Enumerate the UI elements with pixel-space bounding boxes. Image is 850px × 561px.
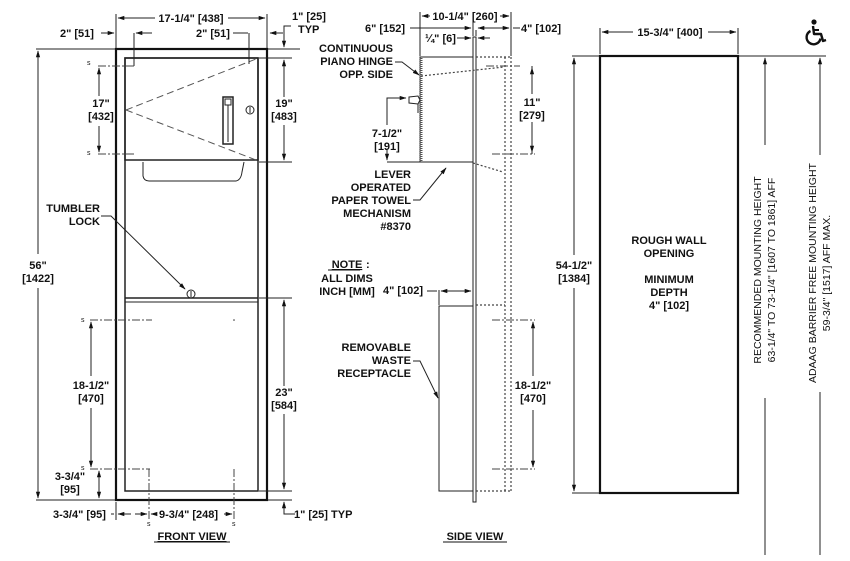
- front-view: 17-1/4" [438] 2" [51] 2" [51] 1" [25] TY…: [22, 11, 352, 543]
- door-swing-upper: [125, 58, 257, 111]
- towel-tray: [142, 161, 245, 182]
- lever-top: [224, 98, 232, 106]
- dim-line: [386, 95, 407, 125]
- hinge-label-2: PIANO HINGE: [320, 56, 393, 68]
- top-flange-typ-label: TYP: [298, 24, 319, 36]
- rough-opening-view: 15-3/4" [400] 54-1/2" [1384] ROUGH WALL …: [556, 27, 740, 495]
- upper-door: [124, 57, 259, 161]
- rough-label-1: ROUGH WALL: [631, 235, 706, 247]
- bottom-left-offset-label: 3-3/4" [95]: [53, 509, 106, 521]
- tumbler-label: TUMBLER: [46, 203, 100, 215]
- leader: [281, 501, 295, 515]
- upper-door-mm-label: [483]: [271, 111, 297, 123]
- tumbler-leader: [101, 215, 186, 290]
- bottom-flange-label: 1" [25] TYP: [294, 509, 352, 521]
- side-lower-mount-label: 18-1/2": [515, 380, 551, 392]
- min-depth-value: 4" [102]: [649, 300, 689, 312]
- rough-width-label: 15-3/4" [400]: [637, 27, 702, 39]
- side-upper-mount-mm-label: [279]: [519, 110, 545, 122]
- screw-mark: s: [87, 150, 91, 157]
- bottom-mount-mm-label: [95]: [60, 484, 80, 496]
- note-colon: :: [366, 259, 370, 271]
- note-line-2: INCH [MM]: [319, 286, 375, 298]
- label-bg: [516, 94, 550, 122]
- door-open-line: [472, 162, 504, 173]
- mechanism-label-4: MECHANISM: [343, 208, 411, 220]
- bottom-span-label: 9-3/4" [248]: [159, 509, 218, 521]
- lower-mount-mm-label: [470]: [78, 393, 104, 405]
- front-view-title: FRONT VIEW: [157, 531, 227, 543]
- door-open-line: [420, 66, 505, 77]
- front-width-label: 17-1/4" [438]: [158, 13, 223, 25]
- lever-handle: [222, 96, 234, 145]
- mechanism-label-2: OPERATED: [351, 182, 411, 194]
- wheelchair-icon: [805, 19, 827, 46]
- screw-mark: s: [87, 60, 91, 67]
- side-rear-depth-label: 4" [102]: [521, 23, 561, 35]
- overall-height-label: 56": [29, 260, 46, 272]
- lever-height-mm-label: [191]: [374, 141, 400, 153]
- mechanism-leader: [413, 167, 447, 201]
- side-flange-label: ¼" [6]: [425, 33, 456, 45]
- bottom-mount-label: 3-3/4": [55, 471, 85, 483]
- waste-receptacle: [438, 305, 474, 492]
- hinge-label-3: OPP. SIDE: [339, 69, 393, 81]
- lower-door-mm-label: [584]: [271, 400, 297, 412]
- overall-height-mm-label: [1422]: [22, 273, 54, 285]
- min-depth-label-1: MINIMUM: [644, 274, 694, 286]
- side-front-depth-label: 6" [152]: [365, 23, 405, 35]
- upper-mount-mm-label: [432]: [88, 111, 114, 123]
- screw-mark: s: [81, 317, 85, 324]
- rough-height-label: 54-1/2": [556, 260, 592, 272]
- screw-mark: s: [147, 521, 151, 528]
- lever-height-label: 7-1/2": [372, 128, 402, 140]
- lower-mount-label: 18-1/2": [73, 380, 109, 392]
- recommended-height-value: 63-1/4" TO 73-1/4" [1607 TO 1861] AFF: [766, 178, 778, 363]
- left-offset-label: 2" [51]: [60, 28, 94, 40]
- rough-height-mm-label: [1384]: [558, 273, 590, 285]
- waste-leader: [413, 360, 439, 399]
- mounting-heights: RECOMMENDED MOUNTING HEIGHT 63-1/4" TO 7…: [739, 55, 833, 555]
- adaag-height-label: ADAAG BARRIER FREE MOUNTING HEIGHT: [807, 162, 819, 383]
- upper-door-label: 19": [275, 98, 292, 110]
- adaag-height-value: 59-3/4" [1517] AFF MAX.: [821, 215, 833, 331]
- tumbler-label-2: LOCK: [69, 216, 100, 228]
- side-view-title: SIDE VIEW: [447, 531, 504, 543]
- recommended-height-label: RECOMMENDED MOUNTING HEIGHT: [752, 176, 764, 364]
- screw-mark: s: [232, 521, 236, 528]
- upper-lock-icon: [245, 105, 255, 115]
- waste-label-1: REMOVABLE: [342, 342, 411, 354]
- waste-label-3: RECEPTACLE: [337, 368, 411, 380]
- min-depth-label-2: DEPTH: [650, 287, 687, 299]
- note-title: NOTE: [332, 259, 363, 271]
- note-line-1: ALL DIMS: [321, 273, 373, 285]
- mechanism-part-number: #8370: [380, 221, 411, 233]
- side-flange: [472, 36, 477, 503]
- hinge-label: CONTINUOUS: [319, 43, 393, 55]
- side-upper-mount-label: 11": [524, 97, 541, 109]
- mechanism-label-1: LEVER: [374, 169, 411, 181]
- side-total-depth-label: 10-1/4" [260]: [432, 11, 497, 23]
- rough-label-2: OPENING: [644, 248, 695, 260]
- tumbler-lock-icon: [186, 289, 196, 299]
- lever-knob: [408, 95, 421, 105]
- top-flange-label: 1" [25]: [292, 11, 326, 23]
- upper-mount-label: 17": [92, 98, 109, 110]
- front-outer-frame: [114, 47, 269, 502]
- waste-label-2: WASTE: [372, 355, 411, 367]
- front-inner-frame: [124, 57, 259, 492]
- door-swing-lower: [125, 109, 257, 161]
- inner-offset-label: 2" [51]: [196, 28, 230, 40]
- lower-door-label: 23": [275, 387, 292, 399]
- rough-opening-rect: [598, 54, 740, 495]
- screw-mark: s: [81, 465, 85, 472]
- waste-depth-label: 4" [102]: [383, 285, 423, 297]
- hinge-leader: [395, 61, 420, 76]
- screw-dot: [233, 319, 235, 321]
- leader: [281, 25, 291, 48]
- side-view: 10-1/4" [260] 6" [152] 4" [102] ¼" [6] C…: [319, 11, 561, 543]
- side-lower-mount-mm-label: [470]: [520, 393, 546, 405]
- mechanism-label-3: PAPER TOWEL: [331, 195, 411, 207]
